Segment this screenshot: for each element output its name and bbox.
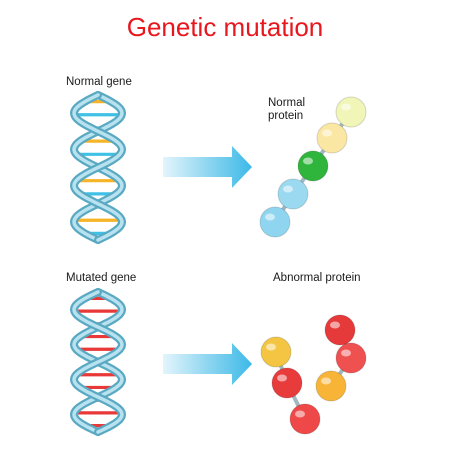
- mutated-gene-label: Mutated gene: [66, 272, 137, 284]
- abnormal-protein-b-amino-acid-shine: [330, 321, 340, 329]
- abnormal-protein-a-amino-acid-shine: [277, 374, 287, 382]
- normal-protein-label-line1: Normal: [268, 97, 306, 109]
- normal-protein-chain: [259, 96, 367, 238]
- abnormal-protein-a-amino-acid: [289, 403, 321, 435]
- abnormal-protein-a-amino-acid-shine: [295, 410, 305, 418]
- normal-dna-helix: [69, 91, 127, 244]
- normal-protein-amino-acid: [335, 96, 367, 128]
- normal-dna-strand-highlight-2: [72, 93, 124, 242]
- normal-protein-amino-acid-shine: [265, 213, 275, 221]
- abnormal-protein-b-amino-acid: [315, 370, 347, 402]
- diagram-title: Genetic mutation: [126, 12, 324, 42]
- abnormal-protein-b-amino-acid: [324, 314, 356, 346]
- abnormal-protein-b-amino-acid-shine: [321, 377, 331, 385]
- normal-protein-amino-acid-shine: [341, 103, 351, 111]
- mutated-arrow: [163, 343, 252, 385]
- normal-protein-amino-acid-shine: [322, 129, 332, 137]
- normal-protein-amino-acid: [277, 178, 309, 210]
- normal-protein-label-line2: protein: [268, 110, 304, 122]
- normal-protein-amino-acid: [316, 122, 348, 154]
- abnormal-protein-a-amino-acid: [260, 336, 292, 368]
- abnormal-protein-b-amino-acid: [335, 342, 367, 374]
- abnormal-protein-a-amino-acid-shine: [266, 343, 276, 351]
- mutated-dna-helix: [69, 288, 127, 436]
- normal-gene-label: Normal gene: [66, 76, 132, 88]
- normal-arrow: [163, 146, 252, 188]
- normal-protein-amino-acid-shine: [283, 185, 293, 193]
- abnormal-protein-label: Abnormal protein: [273, 272, 361, 284]
- mutated-dna-strand-highlight-2: [72, 290, 124, 434]
- normal-protein-amino-acid: [259, 206, 291, 238]
- abnormal-protein-b-amino-acid-shine: [341, 349, 351, 357]
- abnormal-protein-chain: [260, 314, 367, 435]
- abnormal-protein-a-amino-acid: [271, 367, 303, 399]
- normal-protein-amino-acid-shine: [303, 157, 313, 165]
- normal-protein-amino-acid: [297, 150, 329, 182]
